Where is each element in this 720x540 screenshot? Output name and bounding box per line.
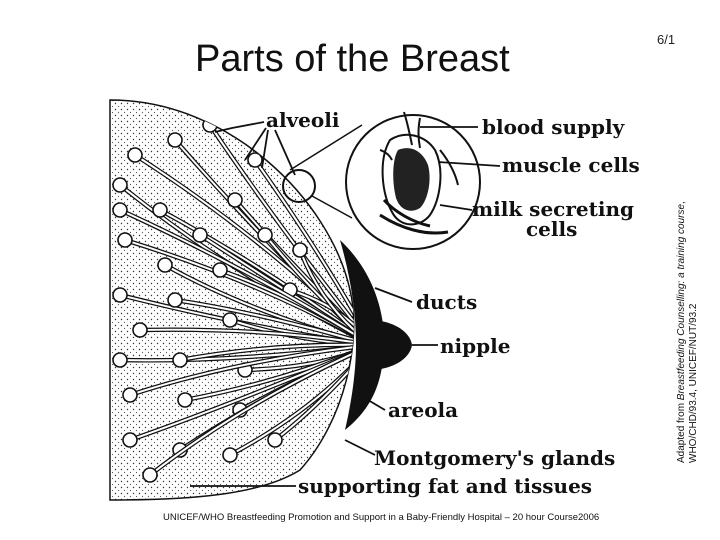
label-supporting-tissue: supporting fat and tissues [298,474,592,498]
label-nipple: nipple [440,334,510,358]
label-milk-secreting: milk secreting [472,197,634,221]
label-areola: areola [388,398,458,422]
duct-tree [112,117,354,483]
slide-footer: UNICEF/WHO Breastfeeding Promotion and S… [163,512,600,523]
nipple-shape [374,320,412,370]
magnified-alveolus-detail [379,111,459,235]
leader-lines [190,121,501,487]
alveolus-highlight-circle [282,169,316,203]
areola-region [340,240,385,430]
label-muscle-cells: muscle cells [502,153,640,177]
slide-number: 6/1 [657,32,676,47]
label-alveoli: alveoli [266,108,340,132]
slide-title: Parts of the Breast [195,38,510,80]
label-milk-secreting-cells: cells [526,217,577,241]
label-blood-supply: blood supply [482,115,626,139]
label-ducts: ducts [416,290,477,314]
label-montgomery-glands: Montgomery's glands [374,446,615,470]
